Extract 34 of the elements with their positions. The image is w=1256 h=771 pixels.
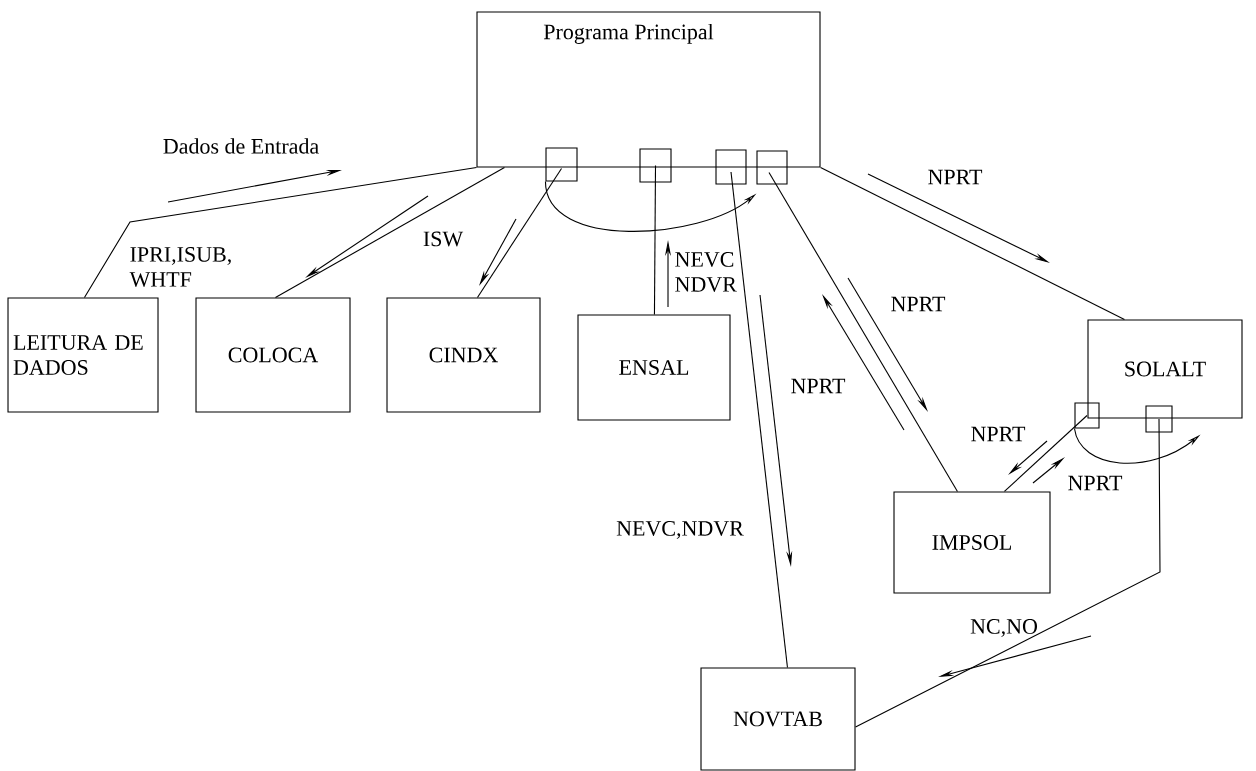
connector-line — [653, 164, 657, 315]
connector-square — [1074, 402, 1100, 429]
data-label: NPRT — [928, 169, 983, 185]
data-label: Dados de Entrada — [163, 138, 319, 154]
connector-square — [639, 148, 672, 183]
connector-line — [820, 167, 1125, 320]
data-label: NEVC NDVR — [675, 252, 737, 292]
connector-line — [476, 167, 563, 298]
connector-line — [730, 171, 788, 668]
data-label: NPRT — [971, 426, 1026, 442]
data-label: NPRT — [791, 378, 846, 394]
module-box: ENSAL — [577, 314, 731, 421]
connector-line — [855, 418, 1161, 728]
data-label: NPRT — [891, 296, 946, 312]
connector-line — [1003, 414, 1088, 492]
module-box: Programa Principal — [476, 11, 821, 168]
connector-square — [1145, 405, 1173, 433]
module-box: CINDX — [386, 297, 541, 413]
module-box: NOVTAB — [700, 667, 856, 771]
module-box: COLOCA — [195, 297, 351, 413]
data-label: NPRT — [1068, 475, 1123, 491]
data-label: NEVC,NDVR — [616, 521, 744, 539]
connector-square — [756, 150, 788, 185]
connector-line — [768, 171, 958, 492]
module-box: SOLALT — [1087, 319, 1243, 419]
connector-square — [545, 147, 578, 182]
connector-line — [83, 167, 477, 298]
data-label: NC,NO — [970, 619, 1037, 637]
module-box: LEITURA DE DADOS — [7, 297, 159, 413]
connector-square — [715, 149, 747, 185]
data-label: ISW — [423, 231, 464, 247]
connector-line — [274, 167, 505, 298]
module-box: IMPSOL — [893, 491, 1051, 594]
data-label: IPRI,ISUB, WHTF — [129, 247, 231, 287]
